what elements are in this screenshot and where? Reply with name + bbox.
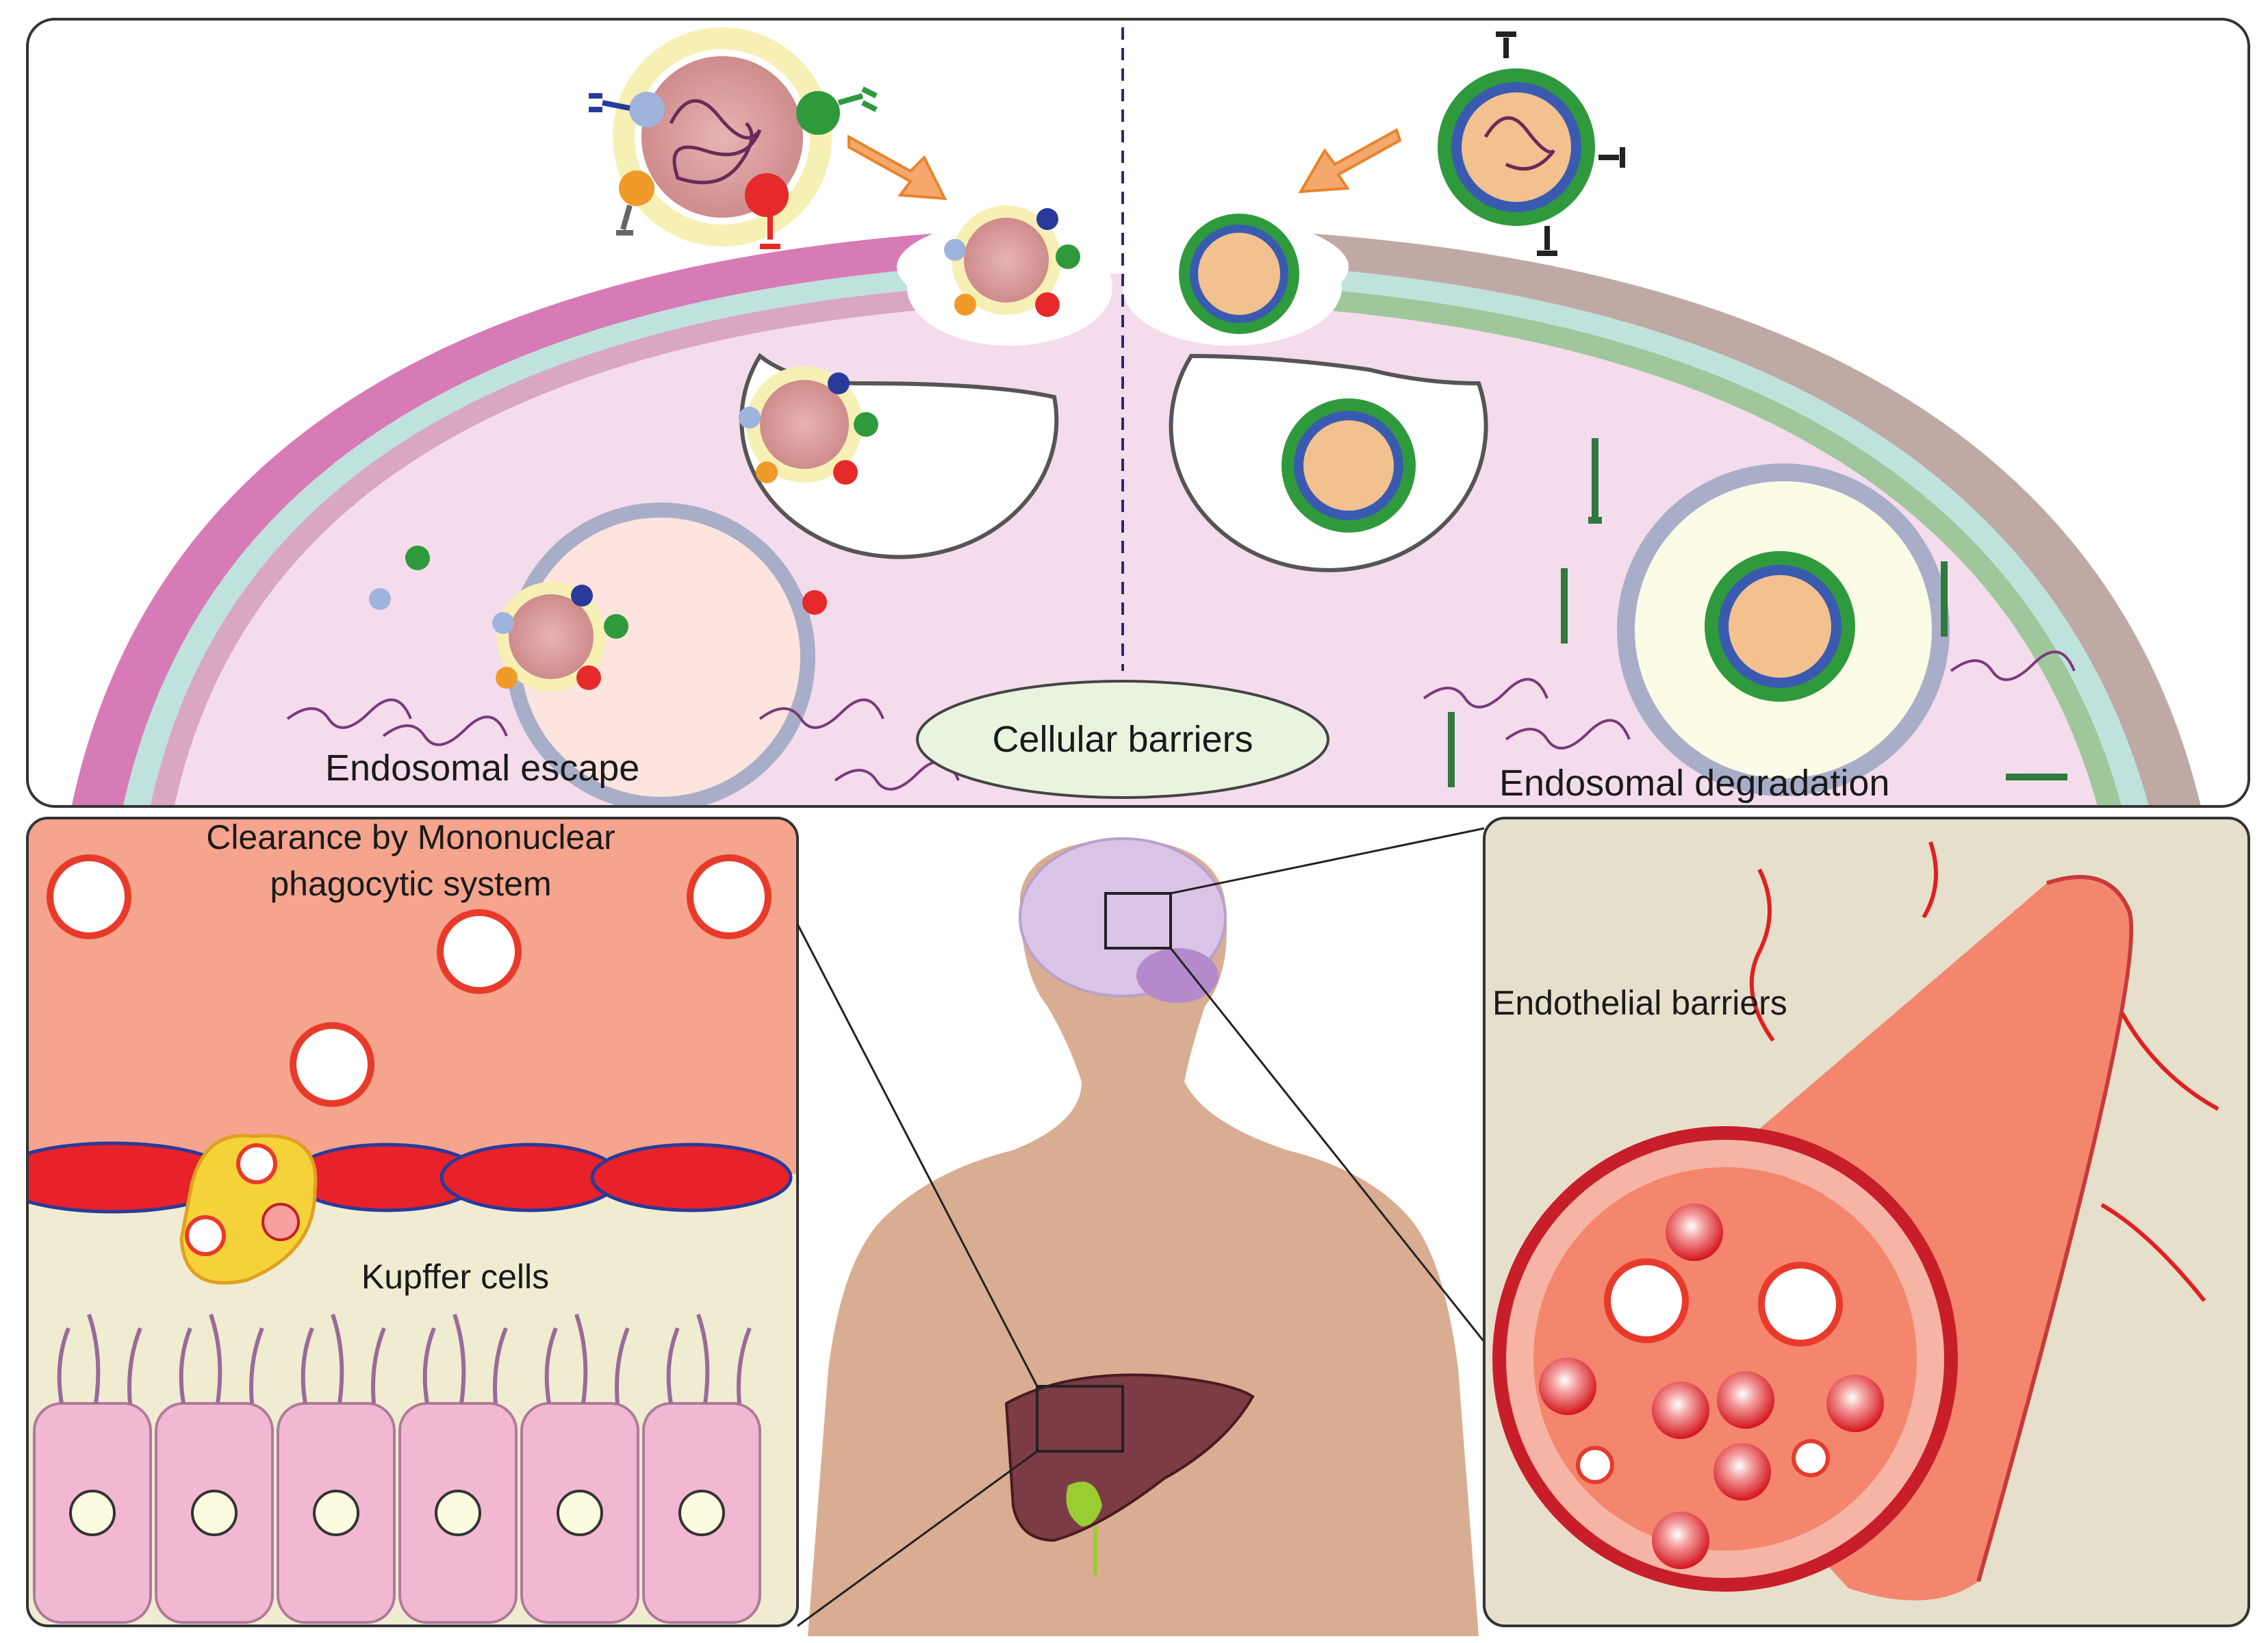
- clearance-panel: [27, 818, 798, 1626]
- released-ligand-red: [802, 590, 827, 615]
- uptake-arrow-right: [1298, 128, 1402, 194]
- liver-zoom-box: [1036, 1385, 1124, 1453]
- endothelial-panel: [1484, 818, 2249, 1626]
- label-kupffer-cells: Kupffer cells: [361, 1258, 549, 1296]
- label-endosomal-degradation: Endosomal degradation: [1499, 763, 1889, 804]
- rna-strand: [286, 698, 412, 729]
- ligand-nanoparticle-escaping: [492, 582, 628, 691]
- ligand-nanoparticle-entering: [944, 205, 1080, 317]
- label-endosomal-escape: Endosomal escape: [325, 748, 639, 789]
- label-clearance-line1: Clearance by Mononuclear: [206, 818, 615, 856]
- human-body: [808, 837, 1479, 1636]
- peg-nanoparticle-large: [1438, 31, 1625, 256]
- label-cellular-barriers: Cellular barriers: [992, 719, 1253, 760]
- red-blood-cells: [1539, 1203, 1884, 1569]
- cerebellum: [1136, 948, 1219, 1003]
- peg-nanoparticle-entering: [1179, 214, 1299, 334]
- degraded-fragment: [1588, 438, 1602, 524]
- released-ligand-green: [405, 546, 430, 570]
- blood-nanoparticle: [47, 854, 772, 1256]
- ligand-nanoparticle-large: [589, 27, 878, 249]
- hepatocyte-row: [33, 1314, 761, 1624]
- label-clearance-line2: phagocytic system: [270, 865, 551, 903]
- cellular-barrier-panel: [27, 19, 2249, 806]
- gallbladder: [1066, 1481, 1102, 1527]
- blood-region: [27, 818, 798, 1174]
- peg-nanoparticle-in-endosome: [1282, 398, 1416, 533]
- brain-zoom-box: [1104, 892, 1172, 950]
- vessel-nanoparticles: [1576, 1258, 1843, 1484]
- zoom-line: [796, 924, 1039, 1387]
- ligand-nanoparticle-in-endosome: [739, 366, 878, 485]
- label-endothelial-barriers: Endothelial barriers: [1492, 984, 1787, 1022]
- uptake-arrow-left: [848, 134, 947, 201]
- released-ligand-blue: [369, 588, 391, 610]
- peg-nanoparticle-degrading: [1705, 551, 1855, 702]
- cellular-barriers-bubble: [916, 680, 1329, 799]
